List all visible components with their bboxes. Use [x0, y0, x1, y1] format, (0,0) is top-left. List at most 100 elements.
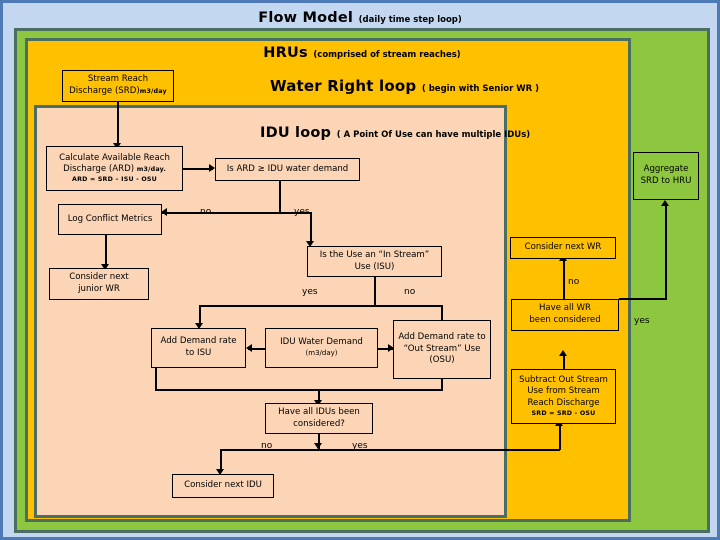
calc-ard-formula: ARD = SRD – ISU - OSU — [72, 175, 157, 183]
edge-label-ard-yes: yes — [294, 207, 310, 217]
edge-label-isu-no: no — [404, 287, 416, 297]
edge-streamreach-to-calcard — [117, 101, 119, 145]
edge-iduwd-to-addisu — [248, 348, 268, 350]
consider-junior-line2: junior WR — [78, 284, 120, 294]
edge-label-wr-no: no — [568, 277, 580, 287]
edge-label-idus-yes: yes — [352, 441, 368, 451]
edge-allwr-yes-right — [619, 298, 667, 300]
edge-allidus-yes-up — [559, 424, 561, 450]
all-idus-line2: considered? — [293, 418, 345, 429]
edge-allwr-no-up — [563, 259, 565, 299]
edge-isard-yes-down — [310, 212, 312, 243]
idu-wd-line2: (m3/day) — [305, 349, 338, 358]
calc-ard-line2: Discharge (ARD) — [63, 164, 135, 175]
arrow-calcard-to-isard — [209, 164, 215, 172]
idu-loop-title-sub: ( A Point Of Use can have multiple IDUs) — [336, 130, 531, 140]
hru-title: HRUs (comprised of stream reaches) — [14, 42, 710, 61]
edge-allwr-yes-up — [665, 205, 667, 300]
edge-calcard-to-isard — [183, 168, 213, 170]
subtract-formula: SRD = SRD - OSU — [531, 409, 596, 417]
edge-label-ard-no: no — [200, 207, 212, 217]
node-is-in-stream-use[interactable]: Is the Use an “In Stream” Use (ISU) — [307, 246, 442, 277]
node-consider-next-junior-wr[interactable]: Consider next junior WR — [49, 268, 149, 300]
edge-allidus-no-down — [220, 449, 222, 471]
log-conflict-line1: Log Conflict Metrics — [67, 213, 153, 224]
flow-model-title-main: Flow Model — [258, 10, 354, 26]
subtract-line3: Reach Discharge — [527, 398, 600, 409]
arrow-logconflict-to-considerjunior — [101, 264, 109, 270]
edge-isisu-branch-bus — [199, 305, 442, 307]
node-subtract-out-stream-use[interactable]: Subtract Out Stream Use from Stream Reac… — [511, 369, 616, 424]
node-add-demand-rate-to-isu[interactable]: Add Demand rate to ISU — [151, 328, 246, 368]
arrow-isisu-yes-to-addisu — [195, 323, 203, 329]
add-osu-line2: “Out Stream” Use — [403, 343, 481, 354]
arrow-isard-no-to-logconflict — [161, 208, 167, 216]
is-isu-line1: Is the Use an “In Stream” — [319, 249, 430, 260]
consider-junior-line1: Consider next — [69, 272, 129, 283]
arrow-allidus-no-to-considerIDU — [216, 469, 224, 475]
edge-allidus-branch-bus — [220, 449, 560, 451]
add-osu-line3: (OSU) — [429, 355, 455, 366]
stream-reach-line1: Stream Reach — [87, 74, 149, 85]
node-have-all-idus-considered[interactable]: Have all IDUs been considered? — [265, 403, 373, 434]
all-idus-line1: Have all IDUs been — [278, 406, 360, 417]
subtract-line1: Subtract Out Stream — [519, 374, 608, 385]
arrow-allidus-down — [314, 443, 322, 449]
node-idu-water-demand[interactable]: IDU Water Demand (m3/day) — [265, 328, 378, 368]
hru-title-sub: (comprised of stream reaches) — [313, 50, 461, 60]
edge-label-wr-yes: yes — [634, 316, 650, 326]
add-osu-line1: Add Demand rate to — [398, 332, 486, 343]
consider-wr-line1: Consider next WR — [524, 242, 602, 253]
arrow-iduwd-to-addosu — [388, 344, 394, 352]
water-right-loop-title-sub: ( begin with Senior WR ) — [421, 84, 540, 94]
subtract-line2: Use from Stream — [527, 386, 600, 397]
node-calculate-available-reach-discharge[interactable]: Calculate Available Reach Discharge (ARD… — [46, 146, 183, 191]
add-isu-line2: to ISU — [185, 348, 212, 358]
all-wr-line1: Have all WR — [538, 303, 592, 314]
arrow-subtract-to-allwr — [559, 350, 567, 356]
arrow-isard-yes-to-isisu — [306, 241, 314, 247]
idu-loop-title: IDU loop ( A Point Of Use can have multi… — [260, 122, 530, 141]
idu-wd-line1: IDU Water Demand — [280, 337, 363, 348]
node-consider-next-idu[interactable]: Consider next IDU — [172, 474, 274, 498]
edge-isisu-yes-down — [199, 305, 201, 325]
is-ard-line1: Is ARD ≥ IDU water demand — [226, 163, 349, 174]
edge-logconflict-to-considerjunior — [105, 235, 107, 267]
edge-label-isu-yes: yes — [302, 287, 318, 297]
node-have-all-wr-considered[interactable]: Have all WR been considered — [511, 299, 619, 331]
flow-model-title: Flow Model (daily time step loop) — [0, 7, 720, 26]
edge-merge-to-allidus — [318, 389, 320, 403]
aggregate-line1: Aggregate — [643, 164, 689, 175]
edge-allidus-down — [318, 434, 320, 449]
edge-subtract-to-allwr — [563, 354, 565, 369]
edge-iduwd-to-addosu — [378, 348, 396, 350]
edge-demand-merge-bus — [155, 389, 443, 391]
node-consider-next-wr[interactable]: Consider next WR — [510, 237, 616, 259]
node-log-conflict-metrics[interactable]: Log Conflict Metrics — [58, 204, 162, 235]
node-aggregate-srd-to-hru[interactable]: Aggregate SRD to HRU — [633, 152, 699, 200]
idu-loop-title-main: IDU loop — [260, 125, 332, 141]
node-add-demand-rate-to-osu[interactable]: Add Demand rate to “Out Stream” Use (OSU… — [393, 320, 491, 379]
add-isu-line1: Add Demand rate — [160, 336, 237, 347]
arrow-iduwd-to-addisu — [246, 344, 252, 352]
flow-model-title-sub: (daily time step loop) — [358, 15, 462, 25]
calc-ard-units: m3/day. — [136, 166, 166, 174]
hru-title-main: HRUs — [263, 45, 308, 61]
all-wr-line2: been considered — [529, 315, 601, 325]
is-isu-line2: Use (ISU) — [354, 261, 395, 272]
calc-ard-line2-wrap: Discharge (ARD) m3/day. — [63, 164, 166, 176]
consider-idu-line1: Consider next IDU — [184, 480, 262, 491]
edge-isisu-down — [374, 277, 376, 305]
node-is-ard-ge-idu-demand[interactable]: Is ARD ≥ IDU water demand — [215, 158, 360, 181]
edge-isard-down — [279, 181, 281, 212]
water-right-loop-title: Water Right loop ( begin with Senior WR … — [270, 76, 539, 95]
edge-isard-branch-bus — [162, 212, 312, 214]
aggregate-line2: SRD to HRU — [640, 176, 692, 186]
stream-reach-line2: Discharge (SRD) — [69, 86, 140, 96]
node-stream-reach-discharge[interactable]: Stream Reach Discharge (SRD)m3/day — [62, 70, 174, 102]
water-right-loop-title-main: Water Right loop — [270, 77, 417, 95]
stream-reach-line2-wrap: Discharge (SRD)m3/day — [69, 86, 167, 98]
edge-isisu-no-down — [441, 305, 443, 325]
calc-ard-line1: Calculate Available Reach — [59, 152, 170, 163]
